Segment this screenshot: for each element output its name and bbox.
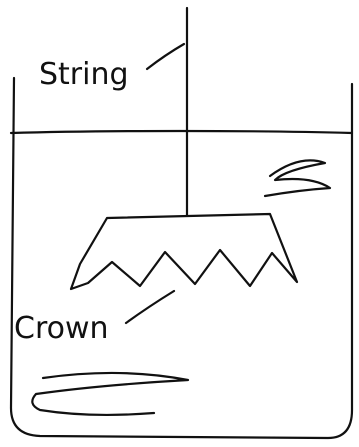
water-ripple-left bbox=[32, 373, 188, 415]
water-ripple-right bbox=[265, 160, 330, 196]
crown-shape bbox=[71, 214, 297, 289]
crown-pointer bbox=[126, 291, 174, 323]
string-pointer bbox=[147, 44, 184, 69]
crown-label: Crown bbox=[14, 311, 109, 346]
water-surface-line bbox=[11, 131, 352, 133]
string-label: String bbox=[39, 57, 129, 92]
